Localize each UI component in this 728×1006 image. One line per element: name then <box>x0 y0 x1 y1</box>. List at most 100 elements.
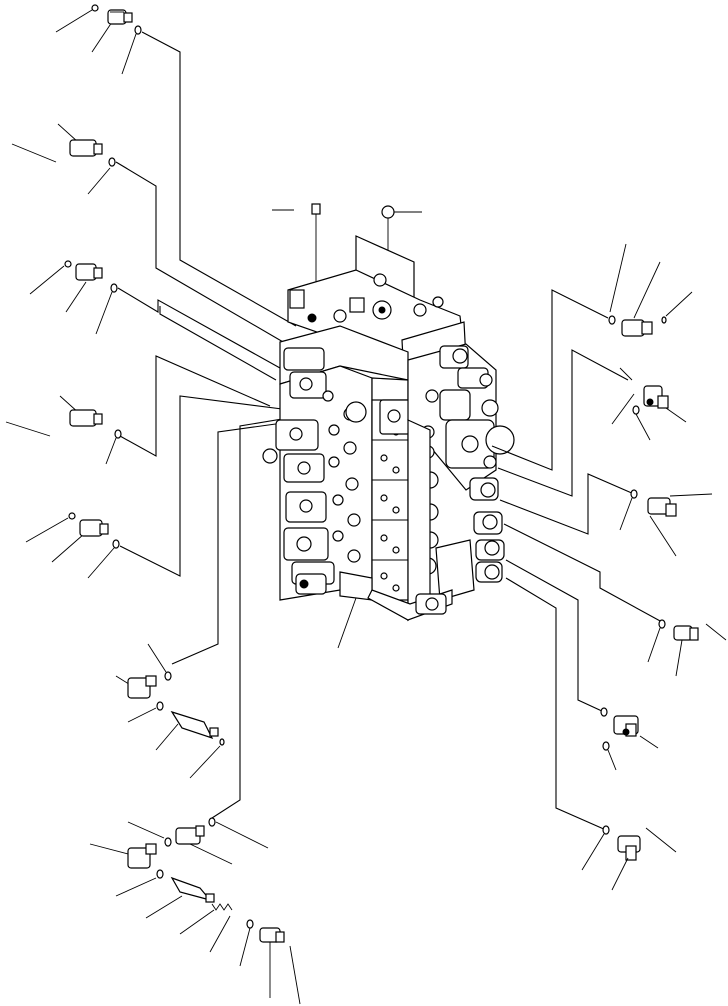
right-fitting-group-5 <box>600 707 659 771</box>
o-ring-part <box>156 701 164 711</box>
adapter-fitting-part <box>69 139 103 157</box>
leader-line <box>675 639 683 677</box>
leader-line <box>51 533 85 563</box>
leader-line <box>289 945 301 1005</box>
elbow-fitting-part <box>647 497 677 517</box>
o-ring-part <box>156 869 164 879</box>
leader-line <box>89 843 129 855</box>
leader-line <box>179 909 215 935</box>
cap-part <box>311 203 321 215</box>
fitting-group-1 <box>55 4 142 75</box>
leader-line <box>619 367 633 381</box>
leader-line <box>91 21 113 53</box>
leader-line <box>189 745 221 779</box>
o-ring-part <box>632 405 640 415</box>
o-ring-part <box>630 489 638 499</box>
right-fitting-group-2 <box>611 367 687 441</box>
right-fitting-group-6 <box>581 825 677 891</box>
leader-line <box>105 437 117 465</box>
fitting-group-3 <box>29 260 118 335</box>
leader-line <box>705 623 727 641</box>
routing-lines-left <box>115 31 301 819</box>
leader-line <box>649 515 677 557</box>
leader-line <box>127 707 157 723</box>
o-ring-part <box>164 671 172 681</box>
o-ring-part <box>661 316 667 324</box>
adapter-fitting-part <box>69 409 103 427</box>
leader-line <box>645 827 677 853</box>
o-ring-part <box>219 738 225 746</box>
elbow-fitting-part <box>75 263 103 281</box>
o-ring-part <box>108 157 116 167</box>
leader-line <box>147 643 167 673</box>
elbow-fitting-part <box>127 675 157 699</box>
spring-part <box>211 903 233 911</box>
cap-part <box>381 205 395 219</box>
right-fitting-group-4 <box>647 619 727 677</box>
routing-lines-right <box>491 289 663 831</box>
elbow-fitting-part <box>107 9 133 25</box>
leader-line <box>633 261 661 319</box>
leader-line <box>189 843 233 865</box>
o-ring-part <box>164 837 172 847</box>
leader-line <box>155 723 179 751</box>
o-ring-part <box>134 25 142 35</box>
valve-bank-left-face <box>262 347 361 585</box>
fitting-group-5 <box>25 512 120 579</box>
leader-line <box>609 243 627 313</box>
elbow-fitting-part <box>617 835 641 861</box>
lower-left-parts <box>89 643 301 1005</box>
leader-line <box>115 877 157 897</box>
leader-line <box>611 857 629 891</box>
o-ring-part <box>208 817 216 827</box>
leader-line <box>607 749 617 771</box>
fitting-group-2 <box>11 123 116 195</box>
o-ring-part <box>658 619 666 629</box>
o-ring-part <box>608 315 616 325</box>
leader-line <box>65 281 87 313</box>
plug-fitting-part <box>259 927 285 943</box>
leader-line <box>95 291 113 335</box>
leader-line <box>25 517 69 543</box>
fitting-group-4 <box>5 395 122 465</box>
valve-cartridge-part <box>170 876 215 903</box>
right-fitting-group-1 <box>608 243 693 337</box>
leader-line <box>647 627 661 663</box>
valve-bank-right-face <box>407 343 515 622</box>
o-ring-part <box>602 825 610 835</box>
leader-line <box>635 413 651 441</box>
leader-line <box>669 493 713 497</box>
leader-line <box>121 33 137 75</box>
leader-line <box>55 9 93 33</box>
o-ring-part <box>600 707 608 717</box>
leader-line <box>215 821 269 849</box>
leader-line <box>639 735 659 749</box>
o-ring-part <box>68 512 76 520</box>
leader-line <box>665 291 693 317</box>
o-ring-part <box>64 260 72 268</box>
adapter-fitting-part <box>613 715 639 737</box>
leader-line <box>145 895 183 919</box>
leader-line <box>619 497 633 531</box>
leader-line <box>11 143 57 163</box>
o-ring-part <box>110 283 118 293</box>
right-fitting-group-3 <box>619 489 713 557</box>
leader-line <box>87 547 115 579</box>
main-control-valve <box>262 203 515 649</box>
elbow-fitting-part <box>127 843 157 869</box>
elbow-fitting-part <box>79 519 109 537</box>
leader-line <box>581 833 605 871</box>
leader-line <box>57 123 79 143</box>
adapter-fitting-part <box>175 825 205 845</box>
leader-line <box>5 421 51 437</box>
o-ring-part <box>246 919 254 929</box>
adapter-fitting-part <box>643 385 669 409</box>
valve-cartridge-part <box>170 710 219 740</box>
leader-line <box>611 393 635 425</box>
elbow-fitting-part <box>621 319 653 337</box>
leader-line <box>127 821 165 839</box>
o-ring-part <box>114 429 122 439</box>
leader-line <box>337 597 357 649</box>
